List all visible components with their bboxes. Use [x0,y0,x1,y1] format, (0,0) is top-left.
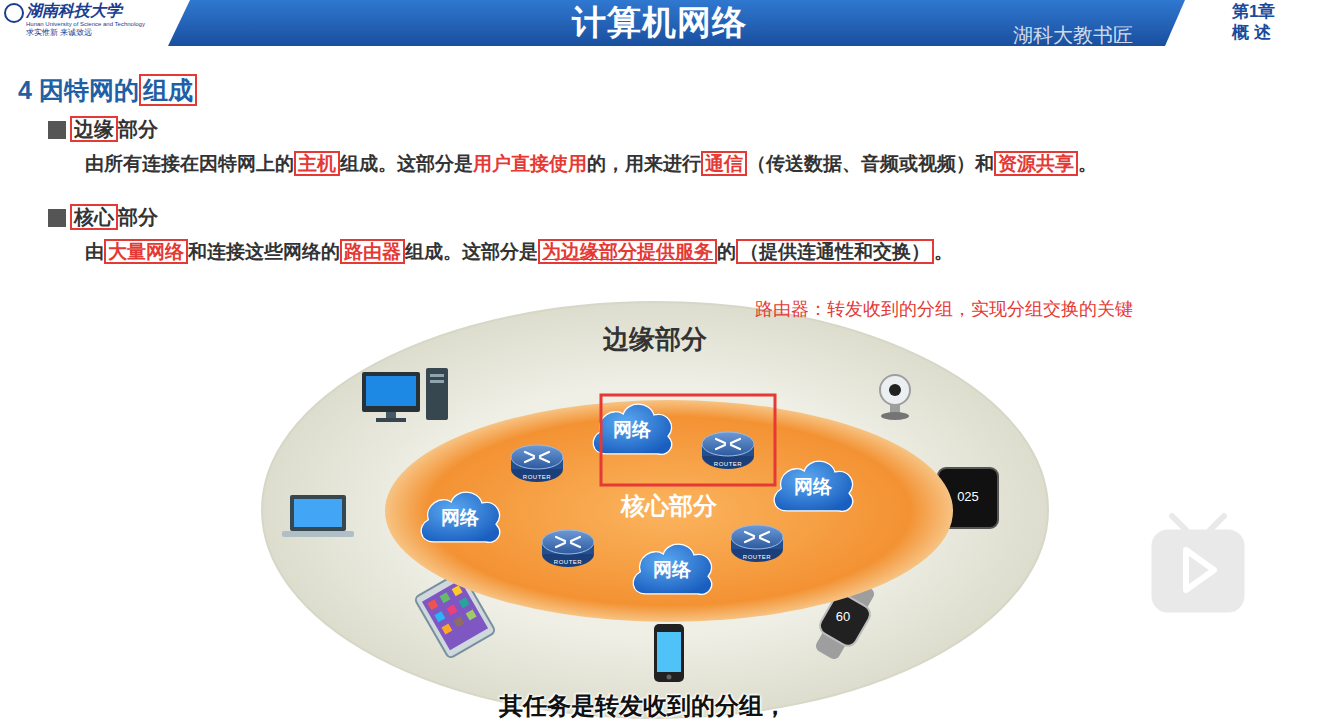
part-heading: 边缘部分 [70,116,158,143]
section-heading: 4 因特网的组成 [18,74,197,107]
label-text: 和连接这些网络的 [188,241,340,262]
label-text: 求实惟新 来诚致远 [26,28,145,38]
label-text: 核心 [70,204,118,230]
router-icon: ROUTER [541,528,595,568]
node-label: ROUTER [743,554,771,563]
network-cloud: 网络 [416,487,504,549]
label-text: 路由器：转发收到的分组，实现分组交换的关键 [755,299,1133,319]
node-label: 核心部分 [383,490,955,522]
university-logo: 湖南科技大学Hunan University of Science and Te… [26,2,145,38]
label-text: 组成。这部分是 [405,241,538,262]
node-label: 边缘部分 [260,322,1050,357]
watermark: 湖科大教书匠 [1013,22,1133,49]
node-label: ROUTER [554,559,582,568]
label-text: 由所有连接在因特网上的 [85,153,294,174]
label-text: 大量网络 [104,239,188,264]
logo-panel [0,0,190,46]
label-text: （提供连通性和交换） [736,239,934,264]
label-text: （传送数据、音频或视频）和 [747,153,994,174]
label-text: 第1章 [1232,1,1275,22]
chapter-tag: 第1章概 述 [1232,1,1275,43]
video-subtitle: 其任务是转发收到的分组， [0,690,1286,722]
label-text: 路由器 [340,239,405,264]
label-text: 资源共享 [994,151,1078,176]
header-bar [0,0,1318,46]
label-text: 60 [836,609,850,624]
node-label: ROUTER [523,474,551,483]
body-line: 由所有连接在因特网上的主机组成。这部分是用户直接使用的，用来进行通信（传送数据、… [85,151,1097,177]
label-text: 由 [85,241,104,262]
section-marker [48,121,66,139]
router-icon: ROUTER [510,443,564,483]
network-cloud: 网络 [588,399,676,461]
label-text: 通信 [701,151,747,176]
note-text: 路由器：转发收到的分组，实现分组交换的关键 [755,297,1133,321]
router-icon: ROUTER [701,430,755,470]
node-label: 网络 [653,557,691,583]
core-region: 网络ROUTERROUTER网络网络ROUTERROUTER网络核心部分 [383,398,955,624]
desktop-computer [362,368,448,422]
label-text: Hunan University of Science and Technolo… [26,20,145,28]
label-text: 边缘 [70,116,118,142]
label-text: 湖南科技大学 [26,2,145,20]
mobile-phone [654,624,684,682]
node-label: 网络 [794,474,832,500]
watch-display: 60 [832,609,854,624]
label-text: 主机 [294,151,340,176]
body-line: 由大量网络和连接这些网络的路由器组成。这部分是为边缘部分提供服务的（提供连通性和… [85,239,953,265]
label-text: 为边缘部分提供服务 [538,239,717,264]
network-cloud: 网络 [769,456,857,518]
watch-display: 025 [953,489,983,504]
label-text: 。 [934,241,953,262]
label-text: 组成 [139,74,197,106]
label-text: 的 [717,241,736,262]
label-text: 组成。这部分是 [340,153,473,174]
chapter-panel [1165,0,1318,46]
label-text: 4 因特网的 [18,76,139,104]
label-text: 其任务是转发收到的分组， [499,692,787,719]
laptop [282,495,354,537]
label-text: 。 [1078,153,1097,174]
node-label: 网络 [441,505,479,531]
label-text: 部分 [118,206,158,228]
webcam [880,375,910,420]
label-text: 概 述 [1232,22,1275,43]
section-marker [48,209,66,227]
label-text: 025 [957,489,979,504]
label-text: 用户直接使用 [473,153,587,174]
label-text: 湖科大教书匠 [1013,24,1133,46]
node-label: ROUTER [714,461,742,470]
network-cloud: 网络 [628,539,716,601]
router-icon: ROUTER [730,523,784,563]
label-text: 的，用来进行 [587,153,701,174]
edge-region: 网络ROUTERROUTER网络网络ROUTERROUTER网络核心部分边缘部分 [260,300,1050,720]
node-label: 网络 [613,417,651,443]
part-heading: 核心部分 [70,204,158,231]
player-logo [1150,516,1246,614]
logo-emblem [5,4,23,22]
label-text: 部分 [118,118,158,140]
